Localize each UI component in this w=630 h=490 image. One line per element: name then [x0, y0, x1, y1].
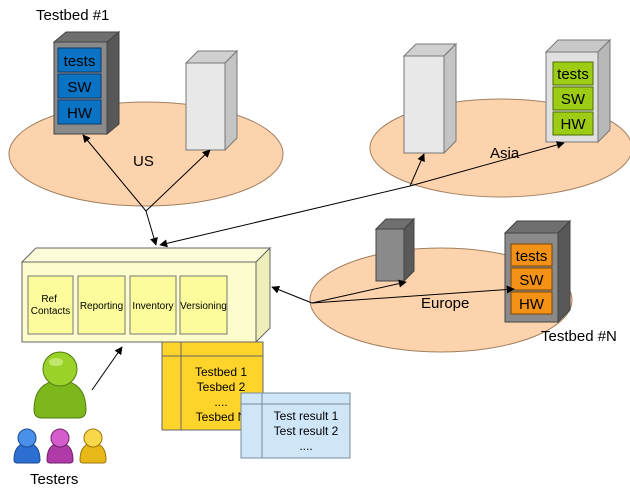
- test-result-table: Test result 1 Test result 2 ....: [240, 392, 351, 459]
- us-testbed-server: tests SW HW: [52, 30, 121, 136]
- europe-sw-text: SW: [519, 272, 544, 289]
- module-reporting-text: Reporting: [80, 301, 123, 312]
- module-versioning: [179, 275, 228, 335]
- arrow-europe-to-central: [271, 285, 313, 304]
- testers-label: Testers: [30, 471, 78, 488]
- asia-plain-server: [402, 42, 458, 155]
- connection-arrows: [82, 134, 565, 391]
- arrow-to-europe-server: [311, 279, 407, 304]
- module-ref-contacts: [27, 275, 74, 335]
- result-list-item-1: Test result 1: [274, 409, 339, 423]
- arrow-to-asia-server: [409, 153, 425, 187]
- module-inventory-text: Inventory: [132, 301, 173, 312]
- europe-label: Europe: [421, 295, 469, 312]
- arrow-to-us-testbed: [82, 134, 147, 212]
- module-versioning-text: Versioning: [180, 301, 227, 312]
- arrow-us-to-central: [145, 210, 158, 246]
- arrow-to-europe-testbed: [311, 285, 515, 304]
- testbed-list-item-1: Testbed 1: [195, 365, 247, 379]
- asia-testbed-server: tests SW HW: [544, 38, 612, 144]
- arrow-to-asia-testbed: [409, 141, 565, 187]
- us-plain-server: [184, 49, 239, 152]
- europe-plain-server: [374, 217, 416, 283]
- module-inventory: [129, 275, 177, 335]
- us-tests-text: tests: [64, 53, 96, 70]
- result-list-item-3: ....: [299, 439, 312, 453]
- testbed-1-label: Testbed #1: [36, 7, 109, 24]
- us-sw-layer: [57, 73, 102, 99]
- us-hw-text: HW: [67, 105, 93, 122]
- europe-hw-layer: [510, 291, 553, 315]
- europe-hw-text: HW: [519, 296, 545, 313]
- us-hw-layer: [57, 99, 102, 125]
- europe-sw-layer: [510, 267, 553, 291]
- arrow-asia-to-central: [159, 185, 411, 248]
- central-management-box: Ref Contacts Reporting Inventory Version…: [20, 246, 272, 344]
- module-ref-contacts-text: Ref Contacts: [31, 294, 70, 317]
- testbed-n-label: Testbed #N: [541, 328, 617, 345]
- us-sw-text: SW: [67, 79, 92, 96]
- testbed-list-item-3: ....: [214, 395, 227, 409]
- tester-magenta-icon: [46, 428, 74, 464]
- europe-testbed-server: tests SW HW: [503, 219, 572, 324]
- asia-sw-layer: [552, 86, 594, 111]
- arrow-to-us-server: [145, 149, 211, 212]
- result-list-item-2: Test result 2: [274, 424, 339, 438]
- europe-tests-text: tests: [516, 248, 548, 265]
- us-tests-layer: [57, 47, 102, 73]
- arrow-tester-to-central: [91, 346, 123, 391]
- asia-sw-text: SW: [561, 91, 586, 108]
- testbed-list-item-2: Tesbed 2: [197, 380, 246, 394]
- tester-yellow-icon: [79, 428, 107, 464]
- tester-blue-icon: [13, 428, 41, 464]
- module-reporting: [77, 275, 126, 335]
- us-label: US: [133, 153, 154, 170]
- tester-main-icon: [33, 351, 87, 419]
- testbed-list-item-4: Tesbed N: [196, 410, 247, 424]
- asia-tests-text: tests: [557, 66, 589, 83]
- europe-tests-layer: [510, 243, 553, 267]
- asia-hw-text: HW: [561, 116, 587, 133]
- asia-hw-layer: [552, 111, 594, 136]
- asia-tests-layer: [552, 61, 594, 86]
